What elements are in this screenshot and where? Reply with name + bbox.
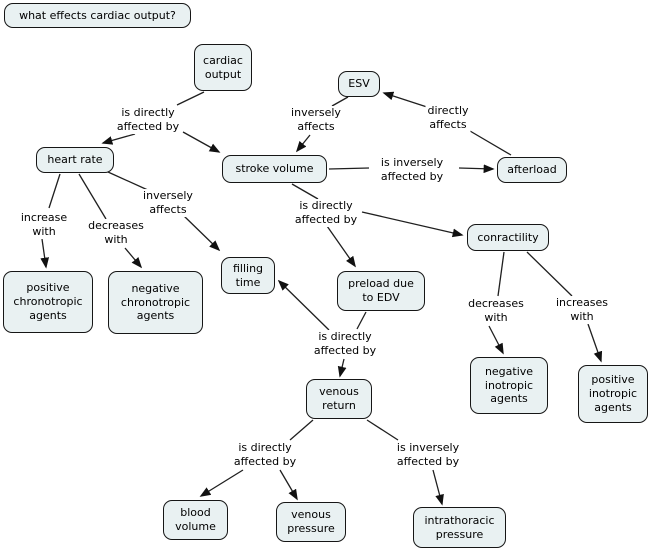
edge-l9-pos-inotropic xyxy=(587,323,603,363)
node-venous-return[interactable]: venous return xyxy=(306,379,372,419)
edge-afterload-l2 xyxy=(469,130,512,156)
edge-l12-intrathoracic xyxy=(432,469,444,506)
link-label-inversely-affects-esv[interactable]: inversely affects xyxy=(289,106,343,134)
node-question[interactable]: what effects cardiac output? xyxy=(4,3,191,28)
edge-venous-return-l11 xyxy=(289,419,314,441)
link-label-is-inversely-affected-by-2[interactable]: is inversely affected by xyxy=(394,441,462,469)
edge-l11-blood-volume xyxy=(199,469,244,497)
edge-l10-filling-time xyxy=(277,279,330,331)
edge-preload-l10 xyxy=(356,311,367,330)
node-cardiac-output[interactable]: cardiac output xyxy=(194,44,252,91)
edge-l5-neg-chrono xyxy=(124,247,143,269)
edge-l8-neg-inotropic xyxy=(488,325,504,355)
edge-l1-stroke-volume xyxy=(295,134,311,153)
node-intrathoracic-pressure[interactable]: intrathoracic pressure xyxy=(413,507,506,548)
edge-conractility-l9 xyxy=(526,251,573,297)
link-label-is-directly-affected-by-3[interactable]: is directly affected by xyxy=(311,330,379,358)
link-label-decreases-with-conractility[interactable]: decreases with xyxy=(466,297,526,325)
link-label-is-inversely-affected-by-1[interactable]: is inversely affected by xyxy=(378,156,446,184)
edge-l7-preload xyxy=(326,225,356,268)
edge-conractility-l8 xyxy=(497,251,505,297)
edge-stroke-volume-l3 xyxy=(328,167,370,170)
node-heart-rate[interactable]: heart rate xyxy=(36,147,114,173)
edge-l0-stroke-volume xyxy=(182,131,221,153)
link-label-decreases-with-hr[interactable]: decreases with xyxy=(86,219,146,247)
edge-l2-esv xyxy=(382,91,428,108)
edge-l10-venous-return xyxy=(337,358,347,378)
link-label-is-directly-affected-by-4[interactable]: is directly affected by xyxy=(231,441,299,469)
edge-cardiac-output-l0 xyxy=(176,91,205,106)
link-label-is-directly-affected-by-1[interactable]: is directly affected by xyxy=(114,106,182,134)
node-esv[interactable]: ESV xyxy=(338,71,380,97)
node-venous-pressure[interactable]: venous pressure xyxy=(276,502,346,542)
link-label-directly-affects[interactable]: directly affects xyxy=(425,104,471,132)
link-label-increase-with[interactable]: increase with xyxy=(18,211,70,239)
link-label-inversely-affects-hr[interactable]: inversely affects xyxy=(141,189,195,217)
node-blood-volume[interactable]: blood volume xyxy=(163,500,228,540)
edge-stroke-volume-l7 xyxy=(291,183,319,200)
node-conractility[interactable]: conractility xyxy=(467,224,549,251)
edge-l6-filling-time xyxy=(183,215,221,252)
edge-l0-heart-rate xyxy=(101,133,136,145)
node-preload-due-to-edv[interactable]: preload due to EDV xyxy=(337,271,425,311)
edge-esv-l1 xyxy=(331,96,349,107)
edge-l4-pos-chrono xyxy=(40,238,50,269)
edge-l11-venous-pressure xyxy=(279,469,298,501)
node-negative-inotropic-agents[interactable]: negative inotropic agents xyxy=(470,357,548,414)
node-negative-chronotropic-agents[interactable]: negative chronotropic agents xyxy=(108,271,203,334)
node-stroke-volume[interactable]: stroke volume xyxy=(222,155,327,183)
edge-group xyxy=(40,91,603,506)
edge-venous-return-l12 xyxy=(366,419,399,441)
edge-l3-afterload xyxy=(458,164,495,174)
link-label-is-directly-affected-by-2[interactable]: is directly affected by xyxy=(292,199,360,227)
node-afterload[interactable]: afterload xyxy=(497,157,567,183)
link-label-increases-with[interactable]: increases with xyxy=(553,296,611,324)
edge-l7-conractility xyxy=(361,211,464,238)
node-positive-inotropic-agents[interactable]: positive inotropic agents xyxy=(578,365,648,423)
edge-heart-rate-l4 xyxy=(48,173,61,209)
edge-heart-rate-l5 xyxy=(78,173,107,220)
edge-heart-rate-l6 xyxy=(107,171,151,192)
node-positive-chronotropic-agents[interactable]: positive chronotropic agents xyxy=(3,271,93,333)
node-filling-time[interactable]: filling time xyxy=(221,257,275,294)
